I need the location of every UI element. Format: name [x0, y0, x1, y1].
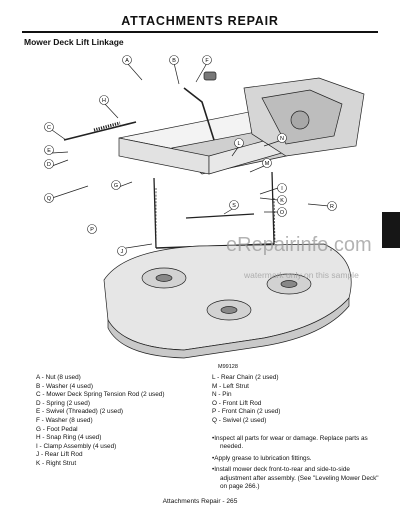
legend-right: L - Rear Chain (2 used) M - Left Strut N…: [212, 374, 382, 426]
header-rule: [22, 31, 378, 33]
watermark-text: eRepairinfo.com: [226, 234, 372, 256]
svg-text:F: F: [205, 58, 209, 64]
legend-item: O - Front Lift Rod: [212, 399, 262, 407]
legend-item: C - Mower Deck Spring Tension Rod (2 use…: [36, 391, 165, 399]
svg-text:J: J: [121, 249, 124, 255]
legend-item: A - Nut (8 used): [36, 374, 81, 381]
callout-i-icon: I: [277, 183, 287, 193]
callout-q-icon: Q: [44, 193, 54, 203]
svg-text:Q: Q: [47, 196, 51, 202]
page-footer: Attachments Repair - 265: [162, 498, 238, 505]
svg-text:R: R: [330, 204, 334, 210]
svg-text:S: S: [232, 203, 236, 209]
note-item: Apply grease to lubrication fittings.: [212, 455, 380, 463]
callout-b-icon: B: [169, 55, 179, 65]
svg-text:H: H: [102, 98, 106, 104]
callout-s-icon: S: [229, 200, 239, 210]
callout-k-icon: K: [277, 195, 287, 205]
legend-item: F - Washer (8 used): [36, 416, 93, 424]
figure-callouts: A B F H C E D Q G P J L N M I K O R S: [44, 55, 337, 256]
svg-text:G: G: [114, 183, 118, 189]
svg-text:B: B: [172, 58, 176, 64]
repair-notes: Inspect all parts for wear or damage. Re…: [212, 435, 380, 494]
tension-rod: [63, 121, 137, 141]
legend-item: J - Rear Lift Rod: [36, 451, 83, 459]
exploded-view-diagram: A B F H C E D Q G P J L N M I K O R S: [44, 55, 365, 359]
svg-text:A: A: [125, 58, 129, 64]
note-item: Install mower deck front-to-rear and sid…: [212, 466, 380, 491]
note-item: Inspect all parts for wear or damage. Re…: [212, 435, 380, 452]
legend-item: D - Spring (2 used): [36, 399, 90, 407]
legend-item: K - Right Strut: [36, 459, 77, 467]
legend-item: G - Foot Pedal: [36, 425, 78, 433]
legend-item: P - Front Chain (2 used): [212, 408, 281, 416]
svg-text:I: I: [281, 186, 283, 192]
callout-r-icon: R: [327, 201, 337, 211]
callout-n-icon: N: [277, 133, 287, 143]
svg-text:O: O: [280, 210, 284, 216]
legend-item: B - Washer (4 used): [36, 382, 93, 390]
callout-c-icon: C: [44, 122, 54, 132]
legend-item: E - Swivel (Threaded) (2 used): [36, 408, 124, 416]
legend-item: Q - Swivel (2 used): [212, 416, 267, 424]
legend-item: H - Snap Ring (4 used): [36, 434, 102, 442]
svg-text:K: K: [280, 198, 284, 204]
svg-text:N: N: [280, 136, 284, 142]
svg-text:E: E: [47, 148, 51, 154]
legend-item: M - Left Strut: [212, 382, 249, 390]
callout-f-icon: F: [202, 55, 212, 65]
mower-deck: [103, 243, 352, 351]
legend-item: N - Pin: [212, 391, 232, 399]
svg-text:P: P: [90, 227, 94, 233]
page-title: ATTACHMENTS REPAIR: [121, 14, 279, 28]
svg-text:C: C: [47, 125, 51, 131]
legend-item: I - Clamp Assembly (4 used): [36, 442, 117, 450]
section-title: Mower Deck Lift Linkage: [24, 37, 124, 47]
callout-l-icon: L: [234, 138, 244, 148]
svg-text:D: D: [47, 162, 51, 168]
callout-p-icon: P: [87, 224, 97, 234]
svg-text:M: M: [265, 161, 270, 167]
watermark-subtext: watermark only on this sample: [244, 270, 359, 280]
callout-o-icon: O: [277, 207, 287, 217]
callout-e-icon: E: [44, 145, 54, 155]
callout-g-icon: G: [111, 180, 121, 190]
callout-d-icon: D: [44, 159, 54, 169]
thumb-index-tab: [382, 212, 400, 248]
callout-j-icon: J: [117, 246, 127, 256]
legend-item: L - Rear Chain (2 used): [212, 374, 279, 381]
legend-left: A - Nut (8 used) B - Washer (4 used) C -…: [36, 374, 208, 469]
svg-text:L: L: [238, 141, 241, 147]
callout-a-icon: A: [122, 55, 132, 65]
callout-h-icon: H: [99, 95, 109, 105]
figure-id: M99128: [218, 364, 238, 370]
callout-m-icon: M: [262, 158, 272, 168]
